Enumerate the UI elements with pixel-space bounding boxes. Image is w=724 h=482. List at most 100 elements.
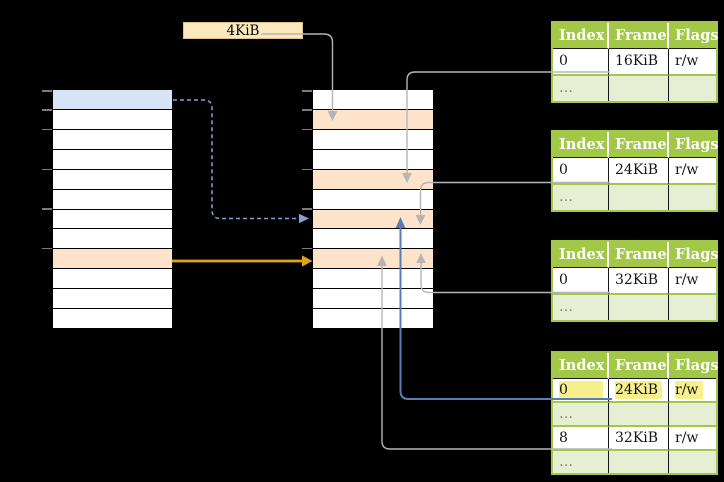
tick: [42, 109, 52, 111]
memory-row: [313, 269, 433, 290]
memory-row: [313, 90, 433, 110]
table-cell: r/w: [669, 379, 716, 403]
table-cell: r/w: [669, 49, 716, 76]
memory-row: [53, 209, 172, 230]
table-cell: r/w: [669, 268, 716, 295]
column-header: Frame: [609, 242, 669, 268]
table-cell: [669, 185, 716, 210]
tick: [302, 128, 312, 131]
table-cell: 24KiB: [609, 158, 669, 185]
table-row: 0 24KiB r/w: [553, 379, 716, 403]
frame-size-label: 4KiB: [183, 22, 303, 39]
memory-row: [313, 229, 433, 250]
column-header: Flags: [669, 353, 719, 379]
memory-row: [53, 269, 172, 290]
table-cell: r/w: [669, 158, 716, 185]
memory-row: [53, 249, 172, 270]
tick: [302, 247, 312, 250]
table-cell: …: [553, 76, 609, 101]
memory-row: [53, 309, 172, 329]
table-cell: 8: [553, 427, 609, 451]
column-header: Index: [553, 242, 609, 268]
table-cell: [609, 451, 669, 473]
tick: [42, 247, 52, 250]
column-header: Flags: [669, 23, 719, 49]
column-header: Frame: [609, 353, 669, 379]
table-row: …: [553, 295, 716, 320]
table-cell: [609, 185, 669, 210]
tick: [42, 128, 52, 131]
memory-row: [53, 189, 172, 210]
table-row: …: [553, 185, 716, 210]
virtual-column-ticks: [42, 90, 52, 330]
tick: [302, 168, 312, 171]
table-cell: [669, 403, 716, 427]
table-cell: 32KiB: [609, 268, 669, 295]
tick: [302, 208, 312, 210]
table-cell: 0: [553, 158, 609, 185]
table-cell: 24KiB: [609, 379, 669, 403]
tick: [302, 109, 312, 111]
column-header: Index: [553, 353, 609, 379]
memory-row: [53, 90, 172, 110]
table-cell: …: [553, 451, 609, 473]
memory-row: [313, 249, 433, 270]
tick: [42, 90, 52, 92]
table-cell: [669, 451, 716, 473]
memory-row: [313, 209, 433, 230]
tick: [42, 168, 52, 171]
memory-row: [313, 149, 433, 170]
memory-row: [313, 189, 433, 210]
table-cell: …: [553, 185, 609, 210]
column-header: Index: [553, 132, 609, 158]
column-header: Frame: [609, 132, 669, 158]
highlighted-value: r/w: [675, 381, 703, 399]
table-cell: 0: [553, 49, 609, 76]
memory-row: [313, 309, 433, 329]
memory-row: [313, 289, 433, 310]
virtual-memory-column: [53, 90, 172, 329]
column-header: Index: [553, 23, 609, 49]
table-row: …: [553, 403, 716, 427]
memory-row: [53, 109, 172, 130]
table-row: …: [553, 451, 716, 473]
frame-size-text: 4KiB: [226, 22, 260, 39]
physical-column-ticks: [302, 90, 312, 330]
memory-row: [53, 149, 172, 170]
column-header: Frame: [609, 23, 669, 49]
table-cell: [609, 403, 669, 427]
tick: [302, 90, 312, 92]
tick: [42, 208, 52, 210]
highlighted-value: 24KiB: [615, 381, 662, 399]
table-cell: …: [553, 403, 609, 427]
table-cell: [669, 295, 716, 320]
table-row: …: [553, 76, 716, 101]
column-header: Flags: [669, 132, 719, 158]
highlighted-value: 0: [559, 381, 603, 399]
table-cell: 16KiB: [609, 49, 669, 76]
table-cell: 32KiB: [609, 427, 669, 451]
column-header: Flags: [669, 242, 719, 268]
table-cell: 0: [553, 268, 609, 295]
table-cell: [609, 295, 669, 320]
memory-row: [53, 229, 172, 250]
memory-row: [53, 289, 172, 310]
memory-row: [313, 169, 433, 190]
table-cell: …: [553, 295, 609, 320]
table-cell: 0: [553, 379, 609, 403]
